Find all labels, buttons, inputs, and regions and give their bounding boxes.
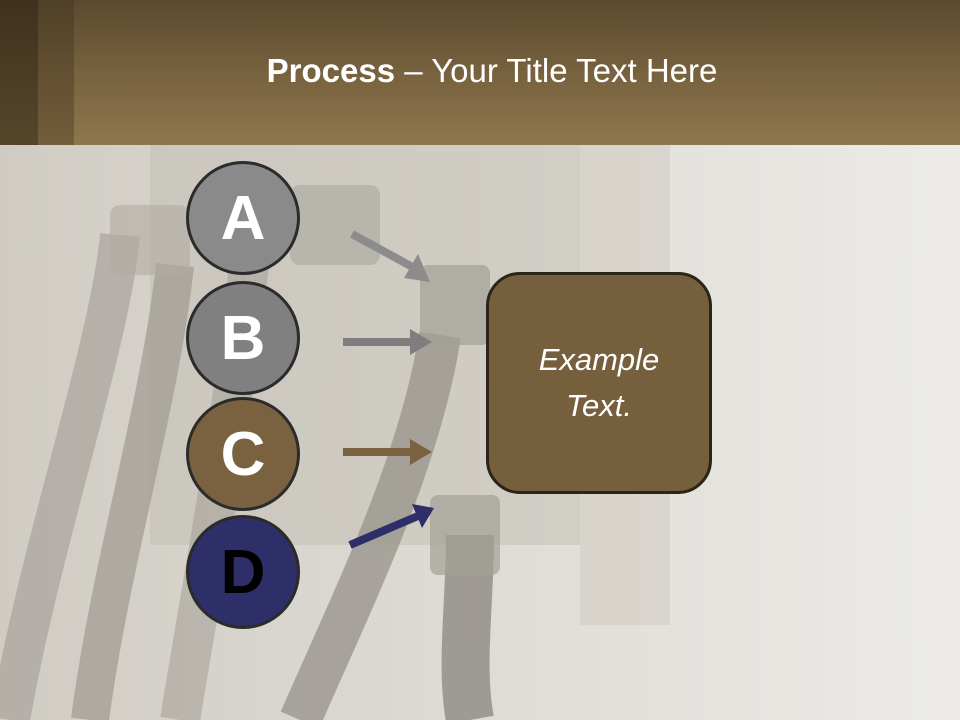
step-letter: B: [220, 303, 266, 373]
step-letter: D: [220, 537, 266, 607]
title-bar: [0, 0, 960, 145]
header-accent-strip: [38, 0, 74, 145]
step-circle-c: C: [186, 397, 300, 511]
step-letter: C: [220, 419, 266, 489]
step-circle-d: D: [186, 515, 300, 629]
arrow-b: [343, 329, 432, 355]
step-letter: A: [220, 183, 266, 253]
step-circle-b: B: [186, 281, 300, 395]
header-accent-strip: [0, 0, 38, 145]
step-circle-a: A: [186, 161, 300, 275]
result-box: Example Text.: [486, 272, 712, 494]
arrow-a: [350, 230, 430, 282]
arrow-d: [348, 504, 434, 549]
arrow-c: [343, 439, 432, 465]
slide-title-bold: Process: [266, 52, 396, 89]
result-box-text: Example Text.: [538, 342, 660, 423]
slide-title: Process – Your Title Text Here: [0, 52, 960, 90]
slide-title-rest: – Your Title Text Here: [395, 52, 718, 89]
